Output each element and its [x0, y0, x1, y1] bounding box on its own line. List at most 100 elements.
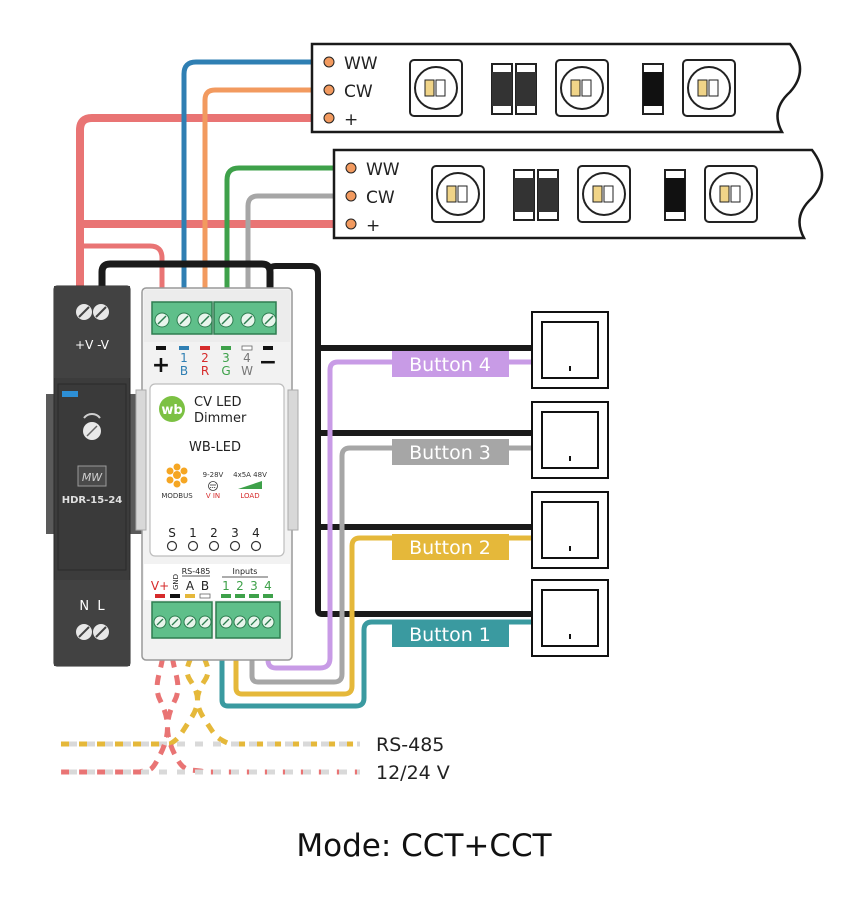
- button-label-1-bg: [392, 621, 509, 647]
- dimmer-term-3-num: 3: [222, 351, 230, 365]
- term-a: A: [186, 579, 195, 593]
- button-label-3: Button 3: [392, 439, 509, 465]
- dimmer-plus-label: +: [152, 353, 170, 378]
- strip-top-label-cw: CW: [344, 82, 373, 102]
- term-in2: 2: [236, 579, 244, 593]
- dimmer-term-2-num: 2: [201, 351, 209, 365]
- wire-orange-cw: [202, 87, 321, 303]
- led-strip-top: WW CW +: [310, 42, 802, 134]
- status-led-label-s: S: [168, 526, 176, 540]
- wire-button4: [265, 359, 543, 671]
- led-strip-bottom: WW CW +: [332, 148, 824, 240]
- button-label-2-bg: [392, 534, 509, 560]
- strip-top-pad-ww: [323, 56, 335, 68]
- psu-model: HDR-15-24: [62, 495, 123, 506]
- status-leds: S 1 2 3 4: [166, 526, 262, 552]
- inputs-header: Inputs: [233, 567, 258, 576]
- psu-bottom-screw-2: [93, 624, 109, 640]
- strip-top-label-plus: +: [344, 110, 358, 130]
- capacitor: [664, 169, 686, 221]
- button-label-3-bg: [392, 439, 509, 465]
- status-led-label-3: 3: [231, 526, 239, 540]
- pushbutton-1[interactable]: [531, 579, 609, 657]
- dimmer-term-1-num: 1: [180, 351, 188, 365]
- term-in3: 3: [250, 579, 258, 593]
- strip-bottom-label-ww: WW: [366, 160, 400, 180]
- led-chip: [577, 165, 631, 223]
- button-label-4-text: Button 4: [409, 354, 491, 376]
- dimmer-term-3-letter: G: [221, 364, 230, 378]
- status-led-label-4: 4: [252, 526, 260, 540]
- cable-rs485-b: [195, 638, 360, 747]
- strip-bottom-label-cw: CW: [366, 188, 395, 208]
- led-chip: [704, 165, 758, 223]
- modbus-icon: [166, 463, 188, 488]
- vin-label: V IN: [206, 492, 220, 500]
- wire-button3: [249, 445, 543, 685]
- strip-bottom-pad-cw: [345, 190, 357, 202]
- psu-top-screw-2: [93, 304, 109, 320]
- resistor: [491, 63, 537, 115]
- status-led-label-2: 2: [210, 526, 218, 540]
- dc-symbol-icon: [208, 481, 218, 491]
- psu-bottom-label: N L: [79, 599, 105, 614]
- psu-top-label: +V -V: [75, 338, 110, 352]
- wire-button1: [219, 619, 543, 709]
- wire-blue-ww: [181, 59, 321, 303]
- bottom-term-marks: [155, 593, 273, 599]
- capacitor: [642, 63, 664, 115]
- dimmer-term-4-num: 4: [243, 351, 251, 365]
- resistor: [513, 169, 559, 221]
- strip-top-label-ww: WW: [344, 54, 378, 74]
- dimmer-module: + − 1 B 2 R 3 G 4 W wb CV LED Dimmer WB-…: [135, 287, 299, 661]
- strip-bottom-pad-plus: [345, 218, 357, 230]
- status-led-label-1: 1: [189, 526, 197, 540]
- dimmer-term-1-letter: B: [180, 364, 188, 378]
- dimmer-model: WB-LED: [189, 440, 241, 455]
- button-label-3-text: Button 3: [409, 442, 491, 464]
- power-supply: +V -V MW HDR-15-24 N L: [46, 285, 142, 667]
- strip-top-pad-cw: [323, 84, 335, 96]
- button-label-1-text: Button 1: [409, 624, 491, 646]
- pushbutton-3[interactable]: [531, 401, 609, 479]
- vin-spec: 9-28V: [203, 471, 224, 479]
- wb-logo: [159, 396, 185, 422]
- psu-top-screw-1: [76, 304, 92, 320]
- button-label-2: Button 2: [392, 534, 509, 560]
- wire-green-ww: [224, 165, 343, 303]
- rs485-header: RS-485: [182, 567, 211, 576]
- term-vplus: V+: [151, 579, 169, 593]
- wire-gray-cw: [245, 193, 343, 303]
- modbus-label: MODBUS: [161, 492, 193, 500]
- dimmer-top-terminals: [151, 301, 277, 335]
- psu-led: [62, 391, 78, 397]
- wire-plus-dimmer: [77, 243, 165, 303]
- led-chip: [431, 165, 485, 223]
- term-in4: 4: [264, 579, 272, 593]
- cable-label-rs485: RS-485: [376, 734, 444, 756]
- wire-button2: [233, 535, 543, 697]
- led-chip: [555, 59, 609, 117]
- dimmer-title-1: CV LED: [194, 395, 242, 410]
- led-chip: [682, 59, 736, 117]
- dimmer-term-4-letter: W: [241, 364, 253, 378]
- button-label-4: Button 4: [392, 351, 509, 377]
- dimmer-title-2: Dimmer: [194, 411, 247, 426]
- psu-logo: [77, 465, 107, 487]
- button-label-2-text: Button 2: [409, 537, 491, 559]
- dimmer-minus-label: −: [259, 350, 277, 375]
- load-label: LOAD: [240, 492, 259, 500]
- strip-top-pad-plus: [323, 112, 335, 124]
- pushbutton-2[interactable]: [531, 491, 609, 569]
- wire-plus-top-strip: [76, 114, 322, 294]
- pushbutton-4[interactable]: [531, 311, 609, 389]
- strip-bottom-pad-ww: [345, 162, 357, 174]
- term-gnd: GND: [172, 574, 180, 590]
- cable-rs485-a: [60, 638, 200, 747]
- button-label-4-bg: [392, 351, 509, 377]
- strip-bottom-label-plus: +: [366, 216, 380, 236]
- psu-logo-text: MW: [82, 471, 103, 484]
- cable-label-power: 12/24 V: [376, 762, 450, 784]
- load-spec: 4x5A 48V: [233, 471, 267, 479]
